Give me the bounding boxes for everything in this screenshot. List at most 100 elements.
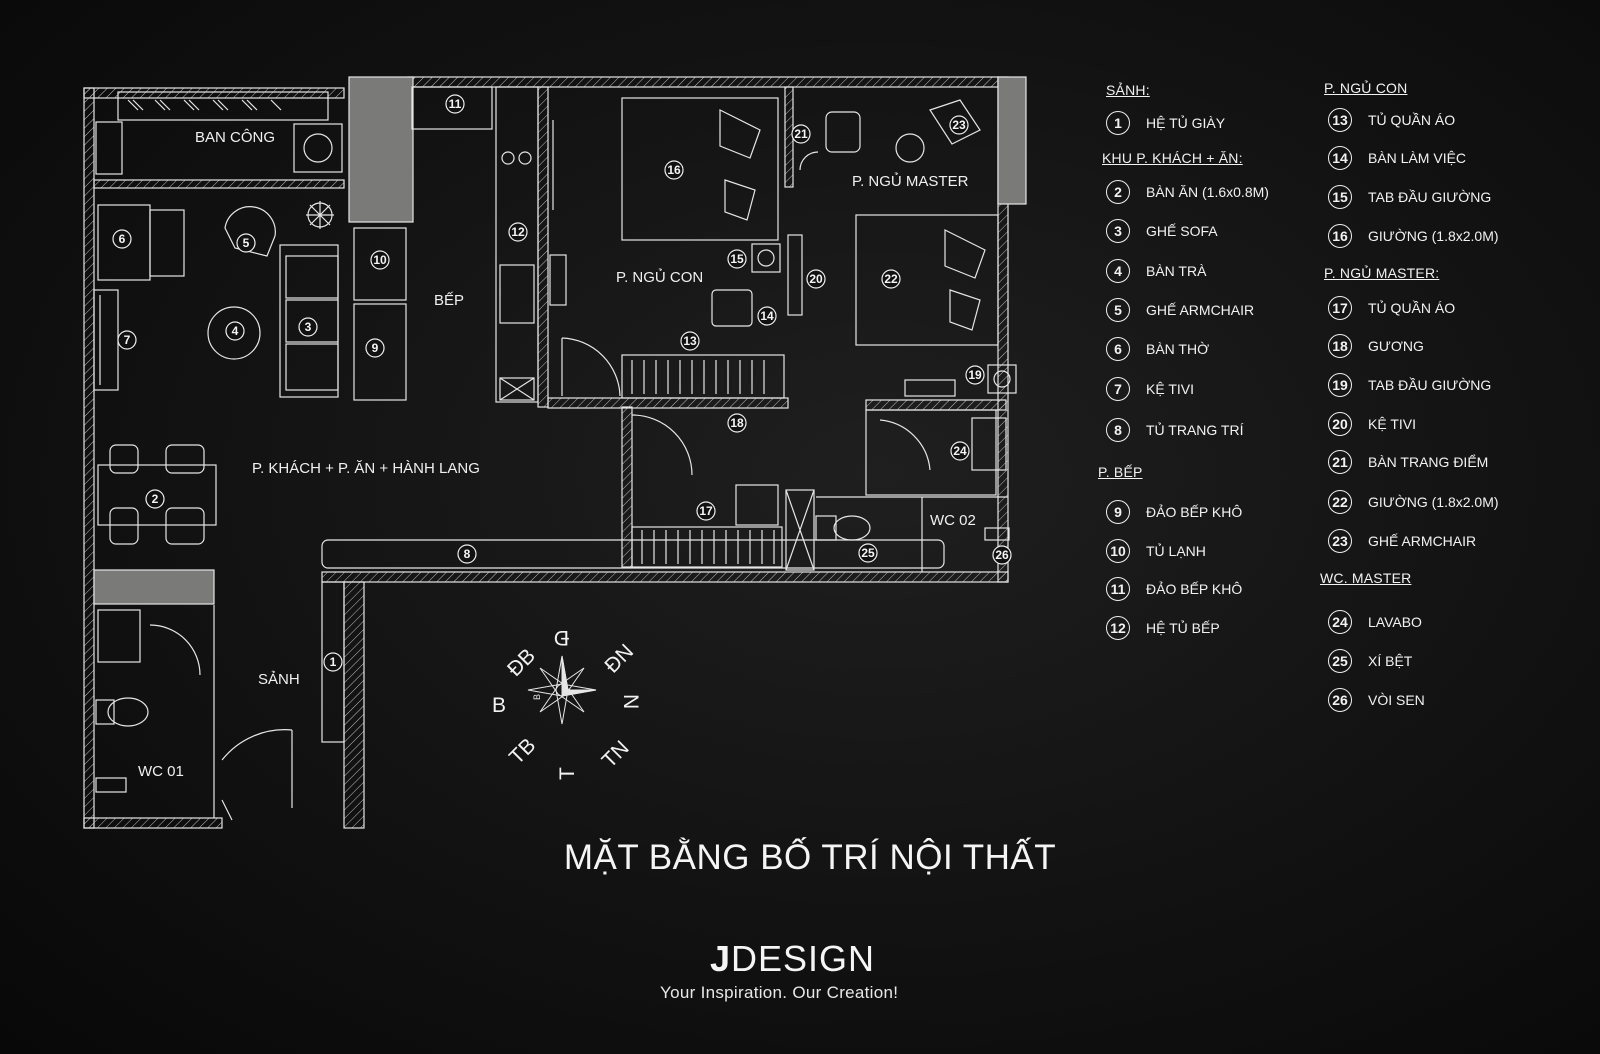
furniture-marker-number: 19 [968, 368, 982, 382]
page-title: MẶT BẰNG BỐ TRÍ NỘI THẤT [563, 838, 1057, 877]
room-label-master-bedroom: P. NGỦ MASTER [852, 172, 969, 190]
furniture-marker-circle [806, 269, 826, 289]
furniture-marker-circle [757, 306, 777, 326]
furniture-marker-number: 26 [995, 548, 1009, 562]
living-furniture [93, 201, 339, 398]
brand-logo-letter: J [710, 938, 732, 979]
furniture-marker-circle [727, 413, 747, 433]
furniture-marker-circle [508, 222, 528, 242]
child-bedroom-furniture [549, 97, 785, 399]
furniture-marker-number: 8 [464, 547, 471, 561]
furniture-marker: 25 [858, 543, 878, 563]
compass-northwest: ĐB [503, 644, 540, 681]
balcony-furniture [95, 91, 343, 175]
furniture-marker-circle [727, 249, 747, 269]
furniture-marker: 17 [696, 501, 716, 521]
furniture-marker-circle [950, 441, 970, 461]
furniture-marker: 18 [727, 413, 747, 433]
furniture-marker-circle [680, 331, 700, 351]
furniture-marker: 12 [508, 222, 528, 242]
furniture-marker-number: 22 [884, 272, 898, 286]
compass-west: B [492, 694, 506, 717]
furniture-marker-number: 7 [124, 333, 131, 347]
compass-center-mark: B [532, 694, 542, 700]
furniture-marker-circle [457, 544, 477, 564]
brand-logo-text: DESIGN [731, 938, 876, 979]
compass-southeast: TN [598, 736, 634, 772]
furniture-marker: 9 [365, 338, 385, 358]
furniture-marker-number: 16 [667, 163, 681, 177]
furniture-marker-number: 20 [809, 272, 823, 286]
furniture-marker: 10 [370, 250, 390, 270]
furniture-marker: 3 [298, 317, 318, 337]
furniture-marker-circle [965, 365, 985, 385]
compass-east: Đ [554, 626, 569, 649]
structural-column [348, 76, 414, 223]
furniture-marker-circle [791, 124, 811, 144]
furniture-marker-number: 3 [305, 320, 312, 334]
compass: Đ ĐN N TN T TB B ĐB B [492, 626, 642, 780]
room-label-wc02: WC 02 [930, 512, 976, 529]
furniture-marker-circle [858, 543, 878, 563]
room-label-living: P. KHÁCH + P. ĂN + HÀNH LANG [252, 460, 480, 477]
furniture-marker: 16 [664, 160, 684, 180]
room-label-wc01: WC 01 [138, 763, 184, 780]
furniture-marker-number: 18 [730, 416, 744, 430]
master-wc-fixtures [815, 409, 1010, 572]
furniture-marker-circle [370, 250, 390, 270]
furniture-markers: 1234567891011121314151617181920212223242… [112, 94, 1012, 672]
furniture-marker: 19 [965, 365, 985, 385]
furniture-marker-number: 21 [794, 127, 808, 141]
furniture-marker-circle [323, 652, 343, 672]
furniture-marker: 14 [757, 306, 777, 326]
furniture-marker-circle [696, 501, 716, 521]
furniture-marker-circle [117, 330, 137, 350]
entry-fixtures [95, 539, 945, 821]
furniture-marker: 4 [225, 321, 245, 341]
furniture-marker: 20 [806, 269, 826, 289]
furniture-marker-number: 1 [330, 655, 337, 669]
brand-logo: JDESIGN [710, 938, 875, 980]
brand-tagline: Your Inspiration. Our Creation! [660, 983, 899, 1002]
furniture-marker-number: 24 [953, 444, 967, 458]
furniture-marker-circle [298, 317, 318, 337]
room-label-lobby: SẢNH [258, 671, 300, 688]
furniture-marker: 8 [457, 544, 477, 564]
structural-column [93, 569, 215, 605]
furniture-marker-circle [445, 94, 465, 114]
room-label-balcony: BAN CÔNG [195, 129, 275, 146]
furniture-marker: 21 [791, 124, 811, 144]
furniture-marker-number: 14 [760, 309, 774, 323]
furniture-marker-number: 15 [730, 252, 744, 266]
compass-south: T [556, 767, 579, 780]
furniture-marker-number: 17 [699, 504, 713, 518]
structural-column [997, 76, 1027, 205]
furniture-marker-circle [365, 338, 385, 358]
furniture-marker-number: 10 [373, 253, 387, 267]
furniture-marker: 26 [992, 545, 1012, 565]
compass-southwest: TB [505, 734, 540, 769]
furniture-marker-circle [949, 115, 969, 135]
furniture-marker-circle [145, 489, 165, 509]
corridor-furniture [631, 414, 815, 571]
furniture-marker: 15 [727, 249, 747, 269]
room-label-child-bedroom: P. NGỦ CON [616, 268, 703, 286]
furniture-marker-number: 13 [683, 334, 697, 348]
furniture-marker-circle [236, 233, 256, 253]
furniture-marker-number: 25 [861, 546, 875, 560]
kitchen-furniture [353, 86, 539, 403]
furniture-marker: 2 [145, 489, 165, 509]
furniture-marker: 13 [680, 331, 700, 351]
furniture-marker-number: 5 [243, 236, 250, 250]
furniture-marker-number: 6 [119, 232, 126, 246]
furniture-marker: 6 [112, 229, 132, 249]
furniture-marker-circle [112, 229, 132, 249]
compass-northeast: ĐN [600, 640, 638, 678]
furniture-marker: 22 [881, 269, 901, 289]
furniture-marker-number: 2 [152, 492, 159, 506]
furniture-marker-number: 11 [449, 97, 462, 111]
furniture-marker: 7 [117, 330, 137, 350]
furniture-marker: 5 [236, 233, 256, 253]
